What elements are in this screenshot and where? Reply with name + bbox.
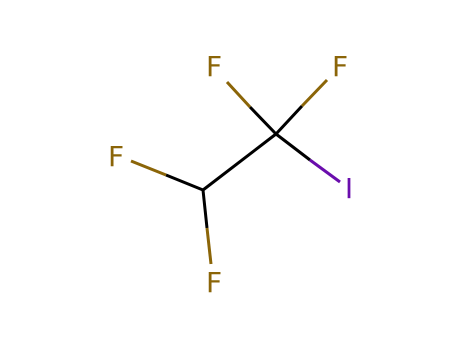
atom-label-f4: F [206,266,222,299]
atom-label-f1: F [206,50,222,83]
atom-label-f3: F [108,140,124,173]
bond-c1-f2 [274,78,329,136]
bond-c2-f4 [201,189,213,265]
bond-c2-f3 [130,159,204,192]
atom-label-i1: I [345,172,353,205]
atom-label-f2: F [332,50,348,83]
bond-c1-c2 [202,132,277,192]
bond-c1-i [275,132,341,184]
bond-c1-f1 [225,80,278,136]
